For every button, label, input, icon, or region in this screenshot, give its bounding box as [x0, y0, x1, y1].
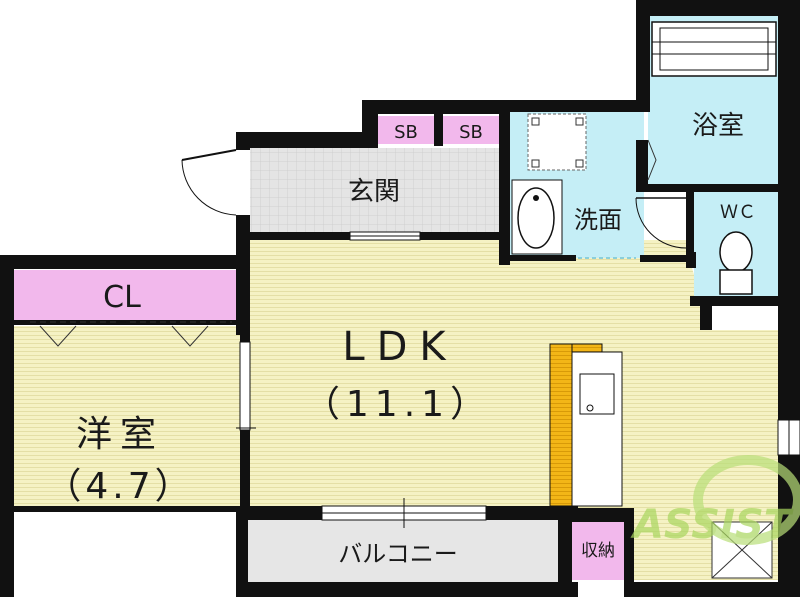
- windows: [236, 231, 800, 528]
- entrance-door[interactable]: [181, 149, 237, 216]
- storage-label: 収納: [581, 541, 615, 561]
- toilet-door[interactable]: [635, 197, 687, 249]
- ldk-size: （11.1）: [304, 384, 492, 425]
- bathroom-door[interactable]: [647, 139, 657, 181]
- kitchen-counter-icon: [549, 343, 623, 507]
- toilet-label: ＷＣ: [720, 202, 756, 223]
- shoe-box-1-label: SB: [394, 122, 418, 143]
- western-room-label: 洋室: [76, 414, 164, 455]
- western-room-size: （4.7）: [45, 466, 194, 507]
- assist-watermark: ASSIST: [630, 455, 800, 548]
- watermark-text: ASSIST: [630, 502, 794, 548]
- shoe-box-2: [443, 116, 499, 144]
- closet-panel: [14, 270, 246, 324]
- washing-machine-icon: [527, 113, 587, 171]
- ldk-label: LDK: [342, 324, 457, 370]
- balcony-floor: [248, 520, 558, 582]
- toilet-icon: [719, 231, 753, 295]
- western-room-floor: [14, 326, 246, 506]
- bathtub-icon: [651, 21, 777, 77]
- shoe-box-2-label: SB: [459, 122, 483, 143]
- washroom-label: 洗面: [574, 206, 622, 234]
- balcony-label: バルコニー: [338, 540, 458, 568]
- ldk-floor: [248, 240, 778, 580]
- storage-panel: [572, 522, 624, 580]
- shoe-box-1: [378, 116, 434, 144]
- entrance-floor: [250, 148, 500, 234]
- bathroom-label: 浴室: [692, 111, 744, 141]
- entrance-label: 玄関: [348, 177, 400, 207]
- closet-label: CL: [103, 280, 141, 315]
- closet-doors[interactable]: [30, 321, 232, 347]
- wash-basin-icon: [511, 179, 563, 255]
